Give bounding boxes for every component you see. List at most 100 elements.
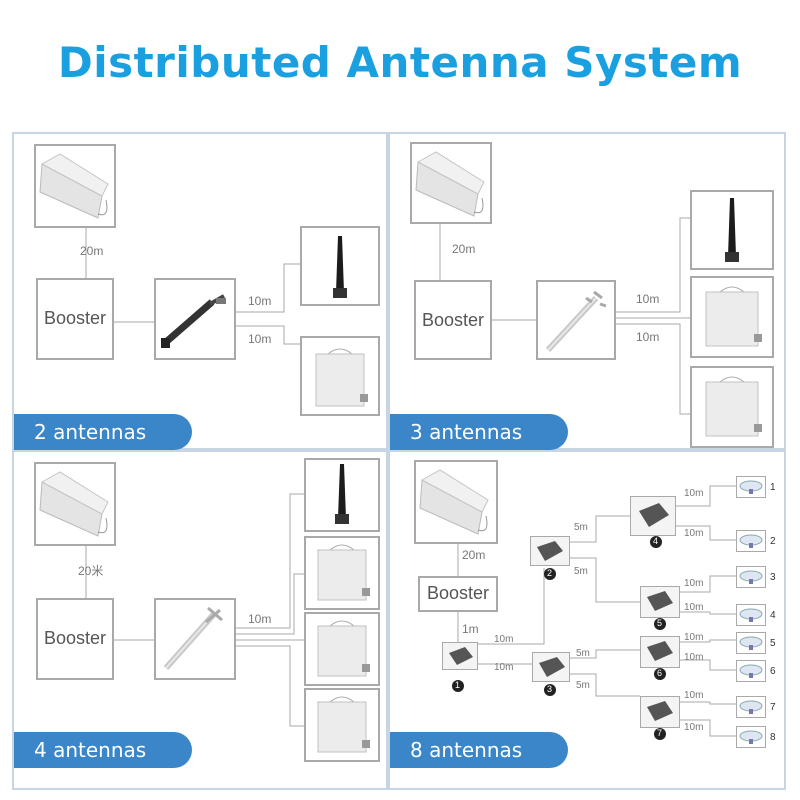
- antenna-box-1: [304, 458, 380, 532]
- splitter-number: 1: [455, 680, 461, 690]
- tag-2-antennas: 2 antennas: [14, 414, 192, 450]
- ceiling-antenna-icon: [739, 700, 763, 714]
- splitter-box: [536, 280, 616, 360]
- whip-antenna-icon: [333, 236, 347, 298]
- antenna-number: 4: [770, 610, 776, 621]
- donor-antenna-icon: [415, 151, 485, 217]
- panel-antenna-icon: [705, 286, 762, 347]
- splitter-icon: [647, 641, 673, 661]
- antenna-box-1: [300, 226, 380, 306]
- splitter-number: 7: [657, 728, 663, 738]
- panel-2-antennas: 20m Booster 10m 10m 2 antennas: [12, 132, 388, 450]
- antenna-number: 7: [770, 702, 776, 713]
- whip-antenna-icon: [335, 464, 349, 524]
- ceiling-antenna-icon: [739, 570, 763, 584]
- panel-antenna-icon: [317, 620, 370, 677]
- donor-antenna-icon: [419, 469, 489, 535]
- panel-8-wiring: [457, 485, 736, 737]
- splitter-box: [154, 598, 236, 680]
- antenna-box-2: [690, 276, 774, 358]
- ceiling-antenna-5: [736, 632, 766, 654]
- panel-4-wiring: [85, 493, 304, 727]
- cable-a-label: 10m: [248, 612, 272, 626]
- cable-10m-label: 10m: [684, 722, 704, 733]
- splitter-node: [442, 642, 478, 670]
- panel-3-wiring: [439, 217, 690, 415]
- cable-10m-b-label: 10m: [494, 662, 514, 673]
- panel-antenna-icon: [315, 348, 368, 407]
- splitter-node: [530, 536, 570, 566]
- cable-b-label: 10m: [248, 332, 272, 346]
- splitter-node: [630, 496, 676, 536]
- ceiling-antenna-1: [736, 476, 766, 498]
- cable-a-label: 10m: [636, 292, 660, 306]
- ceiling-antenna-4: [736, 604, 766, 626]
- booster-box: [36, 278, 114, 360]
- cable-10m-label: 10m: [684, 632, 704, 643]
- antenna-box-3: [304, 612, 380, 686]
- cable-b-label: 10m: [636, 330, 660, 344]
- splitter-node: [640, 586, 680, 618]
- splitter-icon: [647, 591, 673, 611]
- cable-10m-a-label: 10m: [494, 634, 514, 645]
- booster-box: [414, 280, 492, 360]
- cable-main-label: 20米: [78, 564, 104, 578]
- ceiling-antenna-icon: [739, 608, 763, 622]
- cable-10m-label: 10m: [684, 578, 704, 589]
- splitter-icon: [647, 701, 673, 721]
- ceiling-antenna-6: [736, 660, 766, 682]
- panel-4-antennas: 20米 Booster 10m: [12, 450, 388, 790]
- splitter-node: [640, 636, 680, 668]
- splitter-icon: [449, 647, 473, 665]
- splitter-icon: [163, 606, 223, 670]
- donor-antenna-box: [34, 462, 116, 546]
- antenna-number: 6: [770, 666, 776, 677]
- booster-label: Booster: [421, 310, 485, 330]
- cable-5m-b-label: 5m: [574, 566, 588, 577]
- cable-10m-label: 10m: [684, 652, 704, 663]
- splitter-box: [154, 278, 236, 360]
- panel-antenna-icon: [317, 696, 370, 753]
- donor-antenna-box: [410, 142, 492, 224]
- donor-antenna-icon: [39, 153, 109, 219]
- cable-5m-a-label: 5m: [574, 522, 588, 533]
- cable-5m-c-label: 5m: [576, 648, 590, 659]
- antenna-box-1: [690, 190, 774, 270]
- panel-2-wiring: [85, 218, 300, 345]
- tag-4-antennas: 4 antennas: [14, 732, 192, 768]
- panel-3-antennas: 20m Booster 10m 10m 3 antennas: [388, 132, 786, 450]
- cable-5m-d-label: 5m: [576, 680, 590, 691]
- cable-main-label: 20m: [80, 244, 104, 258]
- splitter-icon: [537, 541, 563, 561]
- ceiling-antenna-2: [736, 530, 766, 552]
- cable-10m-label: 10m: [684, 488, 704, 499]
- ceiling-antenna-icon: [739, 730, 763, 744]
- panel-8-antennas: 20m Booster 1m 10m 10m 5m 5m 5m 5m 1 2 3…: [388, 450, 786, 790]
- tag-3-antennas: 3 antennas: [390, 414, 568, 450]
- antenna-number: 1: [770, 482, 776, 493]
- splitter-node: [532, 652, 570, 682]
- antenna-number: 3: [770, 572, 776, 583]
- page-title: Distributed Antenna System: [57, 38, 743, 87]
- splitter-number: 2: [547, 568, 553, 578]
- booster-label: Booster: [43, 308, 107, 328]
- ceiling-antenna-3: [736, 566, 766, 588]
- cable-10m-label: 10m: [684, 602, 704, 613]
- ceiling-antenna-8: [736, 726, 766, 748]
- donor-antenna-box: [414, 460, 498, 544]
- whip-antenna-icon: [725, 198, 739, 262]
- booster-label: Booster: [43, 628, 107, 648]
- ceiling-antenna-icon: [739, 534, 763, 548]
- splitter-icon: [639, 503, 669, 527]
- donor-antenna-box: [34, 144, 116, 228]
- splitter-number: 6: [657, 668, 663, 678]
- cable-a-label: 10m: [248, 294, 272, 308]
- booster-label: Booster: [426, 583, 490, 603]
- antenna-number: 8: [770, 732, 776, 743]
- splitter-icon: [545, 290, 607, 353]
- donor-antenna-icon: [39, 471, 109, 537]
- panel-antenna-icon: [705, 376, 762, 437]
- ceiling-antenna-7: [736, 696, 766, 718]
- ceiling-antenna-icon: [739, 480, 763, 494]
- booster-box: [36, 598, 114, 680]
